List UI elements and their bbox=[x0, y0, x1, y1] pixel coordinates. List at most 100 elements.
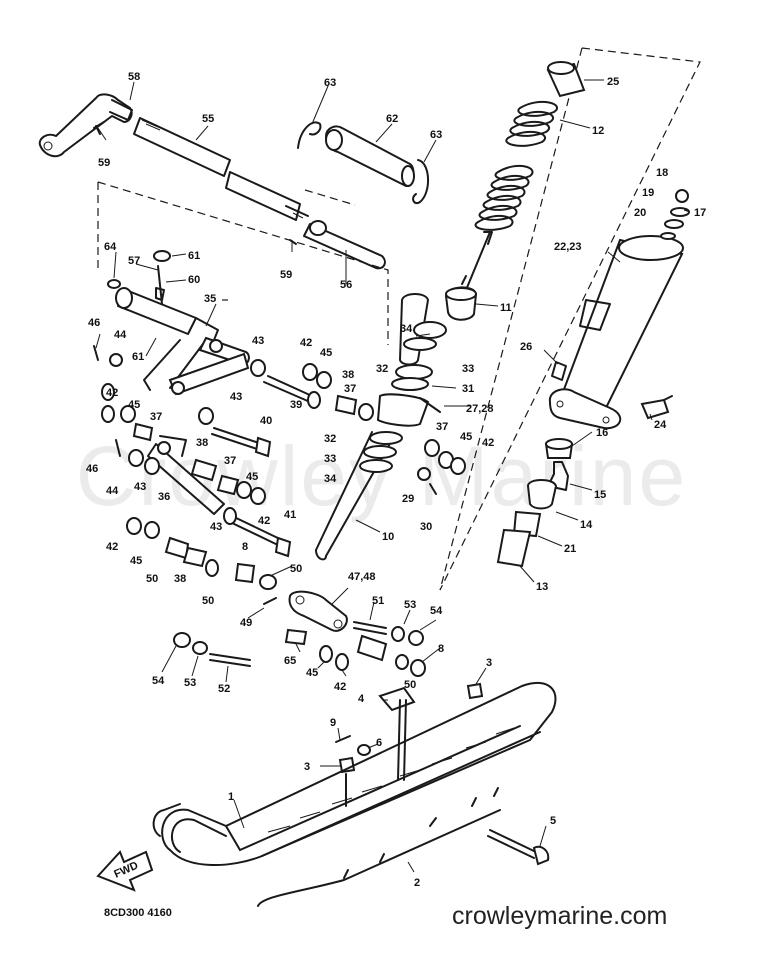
callout-5: 5 bbox=[550, 815, 556, 827]
callout-50-left: 50 bbox=[146, 573, 158, 585]
ski-1 bbox=[152, 681, 557, 867]
callout-27-28: 27,28 bbox=[466, 403, 494, 415]
callout-40: 40 bbox=[260, 415, 272, 427]
callout-30: 30 bbox=[420, 521, 432, 533]
callout-37-lower: 37 bbox=[224, 455, 236, 467]
top-mount-hardware bbox=[660, 189, 690, 240]
callout-41: 41 bbox=[284, 509, 296, 521]
callout-42: 42 bbox=[300, 337, 312, 349]
callout-45: 45 bbox=[320, 347, 332, 359]
ski-mount-parts bbox=[335, 682, 484, 807]
callout-55: 55 bbox=[202, 113, 214, 125]
callout-46: 46 bbox=[88, 317, 100, 329]
callout-26: 26 bbox=[520, 341, 532, 353]
runner-2 bbox=[257, 787, 501, 907]
callout-16: 16 bbox=[596, 427, 608, 439]
callout-52: 52 bbox=[218, 683, 230, 695]
callout-60: 60 bbox=[188, 274, 200, 286]
steering-spindle-10 bbox=[315, 293, 447, 561]
callout-42-hub: 42 bbox=[334, 681, 346, 693]
callout-37-right: 37 bbox=[436, 421, 448, 433]
callout-14: 14 bbox=[580, 519, 593, 531]
group-boundaries bbox=[97, 47, 701, 591]
callout-34: 34 bbox=[400, 323, 413, 335]
callout-20: 20 bbox=[634, 207, 646, 219]
forward-arrow: FWD bbox=[96, 850, 154, 892]
callout-53: 53 bbox=[404, 599, 416, 611]
callout-37: 37 bbox=[150, 411, 162, 423]
callout-45-mid: 45 bbox=[246, 471, 258, 483]
upper-arm-35 bbox=[115, 287, 250, 396]
callout-32-lower: 32 bbox=[324, 433, 336, 445]
shock-body-22-23 bbox=[548, 235, 684, 430]
callout-4: 4 bbox=[358, 693, 365, 705]
callout-43-bottom: 43 bbox=[210, 521, 222, 533]
steering-arm-58 bbox=[38, 93, 133, 158]
callout-9: 9 bbox=[330, 717, 336, 729]
callout-65: 65 bbox=[284, 655, 296, 667]
callout-45-hub: 45 bbox=[306, 667, 318, 679]
callout-15: 15 bbox=[594, 489, 606, 501]
bolts bbox=[93, 265, 550, 866]
callout-35: 35 bbox=[204, 293, 216, 305]
callout-58: 58 bbox=[128, 71, 140, 83]
callout-43: 43 bbox=[252, 335, 264, 347]
website-link[interactable]: crowleymarine.com bbox=[452, 902, 668, 930]
callout-61-lower: 61 bbox=[132, 351, 144, 363]
callout-39: 39 bbox=[290, 399, 302, 411]
callout-44-lower: 44 bbox=[106, 485, 119, 497]
callout-42-mid: 42 bbox=[258, 515, 270, 527]
callout-3: 3 bbox=[486, 657, 492, 669]
callout-21: 21 bbox=[564, 543, 576, 555]
callout-56: 56 bbox=[340, 279, 352, 291]
callout-6: 6 bbox=[376, 737, 382, 749]
callout-43-mid: 43 bbox=[230, 391, 242, 403]
callout-59: 59 bbox=[98, 157, 110, 169]
callout-24: 24 bbox=[654, 419, 667, 431]
callout-46-lower: 46 bbox=[86, 463, 98, 475]
callout-34-lower: 34 bbox=[324, 473, 337, 485]
washers bbox=[95, 125, 466, 677]
callout-33-lower: 33 bbox=[324, 453, 336, 465]
callout-50-right: 50 bbox=[404, 679, 416, 691]
callout-38: 38 bbox=[342, 369, 354, 381]
callout-8-right: 8 bbox=[438, 643, 444, 655]
callout-50: 50 bbox=[290, 563, 302, 575]
callout-49: 49 bbox=[240, 617, 252, 629]
callout-22-23: 22,23 bbox=[554, 241, 582, 253]
callout-18: 18 bbox=[656, 167, 668, 179]
bushing-62 bbox=[297, 121, 429, 204]
watermark: Crowley Marine bbox=[75, 429, 688, 523]
callout-38-mid: 38 bbox=[196, 437, 208, 449]
callout-59-lower: 59 bbox=[280, 269, 292, 281]
callout-42-right: 42 bbox=[482, 437, 494, 449]
callout-2: 2 bbox=[414, 877, 420, 889]
steering-post-56 bbox=[303, 220, 386, 270]
callout-53-left: 53 bbox=[184, 677, 196, 689]
callout-47-48: 47,48 bbox=[348, 571, 376, 583]
callout-17: 17 bbox=[694, 207, 706, 219]
callout-31: 31 bbox=[462, 383, 474, 395]
callout-62: 62 bbox=[386, 113, 398, 125]
callout-54-left: 54 bbox=[152, 675, 165, 687]
callout-50-mid: 50 bbox=[202, 595, 214, 607]
callout-1: 1 bbox=[228, 791, 234, 803]
callout-13: 13 bbox=[536, 581, 548, 593]
callout-3-left: 3 bbox=[304, 761, 310, 773]
callout-51: 51 bbox=[372, 595, 384, 607]
callout-10: 10 bbox=[382, 531, 394, 543]
callout-44: 44 bbox=[114, 329, 127, 341]
callout-33: 33 bbox=[462, 363, 474, 375]
callout-29: 29 bbox=[402, 493, 414, 505]
callout-54: 54 bbox=[430, 605, 443, 617]
shock-spring-assembly bbox=[444, 61, 586, 321]
steering-column-55 bbox=[133, 117, 309, 221]
drawing-code: 8CD300 4160 bbox=[104, 907, 172, 919]
callout-11: 11 bbox=[500, 302, 512, 314]
callout-57: 57 bbox=[128, 255, 140, 267]
lower-arm-36 bbox=[147, 435, 225, 515]
callout-8: 8 bbox=[242, 541, 248, 553]
callout-12: 12 bbox=[592, 125, 604, 137]
callout-45-bottom: 45 bbox=[130, 555, 142, 567]
